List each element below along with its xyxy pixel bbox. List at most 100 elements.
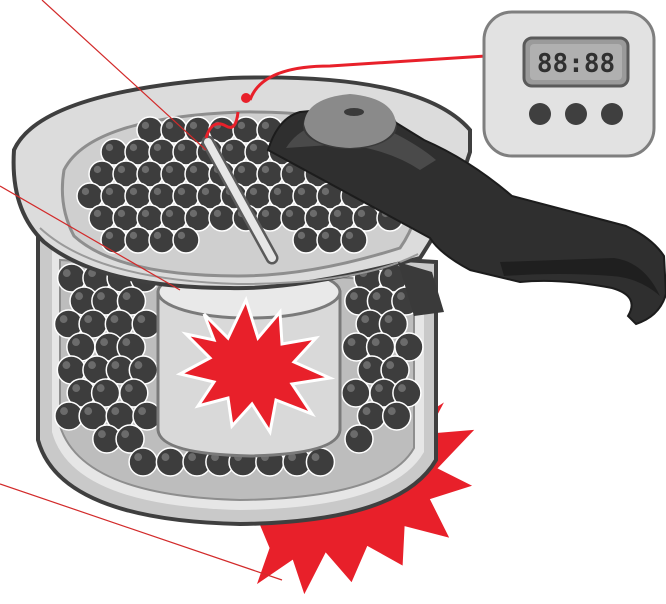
pellet-highlight xyxy=(398,384,406,393)
pellet-highlight xyxy=(62,361,71,370)
lid-handle xyxy=(266,94,666,326)
pellet-highlight xyxy=(321,231,330,240)
pellet-highlight xyxy=(387,407,396,416)
pellet-highlight xyxy=(297,187,306,196)
pellet-highlight xyxy=(188,453,197,462)
pellet-highlight xyxy=(124,384,133,393)
pellet-highlight xyxy=(273,187,282,196)
pellet-highlight xyxy=(97,292,105,301)
pellet-highlight xyxy=(96,384,105,393)
pellet xyxy=(381,401,412,431)
pellet-highlight xyxy=(372,292,381,301)
inner-explosion xyxy=(175,295,336,436)
pellet-highlight xyxy=(261,121,270,130)
pellet-highlight xyxy=(72,384,81,393)
pellet-highlight xyxy=(371,338,380,347)
pellet-highlight xyxy=(111,361,120,370)
detonator-rod xyxy=(201,111,279,265)
pellet xyxy=(305,447,336,477)
pellet-highlight xyxy=(111,407,120,416)
pellet-highlight xyxy=(141,209,150,218)
pellet xyxy=(292,226,320,254)
pellet-highlight xyxy=(153,187,162,196)
pellet-highlight xyxy=(134,361,143,370)
pellet-highlight xyxy=(110,315,119,324)
pellet-highlight xyxy=(177,143,186,152)
pellet xyxy=(172,226,200,254)
pellet-highlight xyxy=(345,231,354,240)
pellet-highlight xyxy=(237,165,246,174)
pellet-highlight xyxy=(225,143,234,152)
pellet-highlight xyxy=(122,338,131,347)
pellet-highlight xyxy=(141,121,150,130)
pellet-highlight xyxy=(165,121,174,130)
pellet-highlight xyxy=(363,361,371,370)
pellet-highlight xyxy=(309,209,318,218)
pellet-highlight xyxy=(165,165,174,174)
pellet-highlight xyxy=(261,165,270,174)
wire-entry-point xyxy=(241,93,251,103)
pellet-highlight xyxy=(59,315,68,324)
pellet-highlight xyxy=(72,338,80,347)
pellet-highlight xyxy=(134,453,143,462)
pellet-highlight xyxy=(261,209,270,218)
pellet-highlight xyxy=(350,292,358,301)
pellet-highlight xyxy=(362,407,371,416)
callout-line-rod xyxy=(41,0,207,151)
pellet-highlight xyxy=(321,187,330,196)
pellet-highlight xyxy=(249,187,258,196)
pellet-highlight xyxy=(347,384,355,393)
pellet-highlight xyxy=(285,165,294,174)
pellet-highlight xyxy=(375,384,383,393)
pellet-highlight xyxy=(122,292,131,301)
timer-button-3[interactable] xyxy=(601,103,623,125)
pellet-highlight xyxy=(333,209,342,218)
pellet-highlight xyxy=(288,453,296,462)
pellet-highlight xyxy=(213,209,222,218)
pellet-highlight xyxy=(137,315,146,324)
pellet-highlight xyxy=(105,231,114,240)
pellet-highlight xyxy=(177,231,186,240)
pellet-highlight xyxy=(153,231,162,240)
pellet-highlight xyxy=(75,292,84,301)
pellet-highlight xyxy=(189,209,198,218)
timer-wire xyxy=(248,54,487,101)
pellet-highlight xyxy=(201,187,210,196)
pellet-highlight xyxy=(386,361,395,370)
pellet-highlight xyxy=(357,209,366,218)
pellet-highlight xyxy=(361,315,370,324)
pellet-highlight xyxy=(384,315,393,324)
pellet-highlight xyxy=(105,187,114,196)
pellet-highlight xyxy=(161,453,170,462)
pellet-highlight xyxy=(285,209,294,218)
timer-button-2[interactable] xyxy=(565,103,587,125)
pellet-highlight xyxy=(100,338,109,347)
pellet-highlight xyxy=(129,187,138,196)
pellet-highlight xyxy=(62,269,71,278)
pellet-highlight xyxy=(117,209,126,218)
pellet-highlight xyxy=(189,165,198,174)
pellet-highlight xyxy=(384,269,393,278)
pellet xyxy=(128,447,158,477)
pellet xyxy=(316,226,344,254)
pellet-highlight xyxy=(397,292,405,301)
pellet-highlight xyxy=(297,231,306,240)
pellet-highlight xyxy=(311,453,320,462)
pellet xyxy=(344,424,374,454)
pellet-highlight xyxy=(84,315,93,324)
pellet-highlight xyxy=(400,338,408,347)
pellet-highlight xyxy=(93,165,102,174)
pellet-highlight xyxy=(347,338,356,347)
timer-button-1[interactable] xyxy=(529,103,551,125)
pellet-highlight xyxy=(177,187,186,196)
pellet-highlight xyxy=(189,121,198,130)
pellet-highlight xyxy=(88,361,96,370)
pellet-highlight xyxy=(81,187,90,196)
callout-line-explosion xyxy=(0,483,283,581)
pellet-highlight xyxy=(97,430,106,439)
pellet xyxy=(155,447,186,477)
timer-device: 88:88 xyxy=(482,10,656,158)
pellet-highlight xyxy=(60,407,68,416)
pellet xyxy=(148,226,176,254)
